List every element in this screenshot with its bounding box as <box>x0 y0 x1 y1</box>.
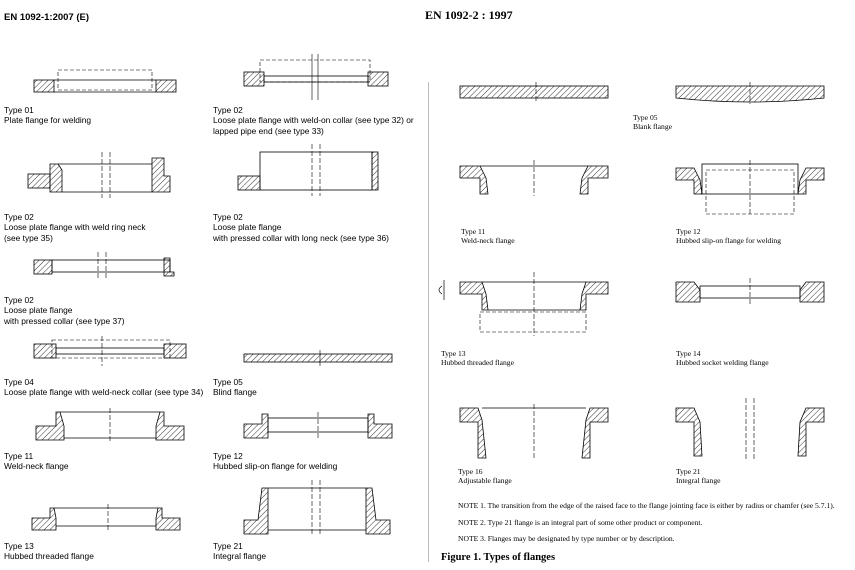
flange-drawing-type02-weldring <box>27 152 171 198</box>
flange-drawing-r-type12 <box>675 160 825 216</box>
flange-drawing-r-type05 <box>459 82 609 102</box>
left-standard-header: EN 1092-1:2007 (E) <box>4 12 90 23</box>
flange-drawing-type02-pressed <box>33 252 175 278</box>
flange-drawing-r-type05b <box>675 82 825 104</box>
r-caption-type11: Type 11 Weld-neck flange <box>461 227 515 246</box>
flange-drawing-r-type16 <box>459 404 609 460</box>
flange-drawing-r-type13 <box>438 272 609 336</box>
note-2: NOTE 2. Type 21 flange is an integral pa… <box>458 518 703 527</box>
r-caption-type12: Type 12 Hubbed slip-on flange for weldin… <box>676 227 782 246</box>
caption-type13: Type 13 Hubbed threaded flange <box>4 541 94 562</box>
caption-type02-collar: Type 02 Loose plate flange with weld-on … <box>213 105 414 136</box>
flange-drawing-type02-collar <box>243 54 389 100</box>
r-caption-type05: Type 05 Blank flange <box>633 113 673 132</box>
flange-drawing-type02-longneck <box>237 144 379 196</box>
r-caption-type14: Type 14 Hubbed socket welding flange <box>676 349 769 368</box>
flange-drawing-type13 <box>31 504 181 532</box>
caption-type04: Type 04 Loose plate flange with weld-nec… <box>4 377 204 398</box>
flange-drawing-r-type14 <box>675 278 825 306</box>
caption-type02-weldring: Type 02 Loose plate flange with weld rin… <box>4 212 146 243</box>
flange-drawing-type21 <box>243 480 391 536</box>
note-1: NOTE 1. The transition from the edge of … <box>458 501 835 510</box>
r-caption-type16: Type 16 Adjustable flange <box>458 467 512 486</box>
figure-caption: Figure 1. Types of flanges <box>441 552 556 563</box>
caption-type12: Type 12 Hubbed slip-on flange for weldin… <box>213 451 338 472</box>
caption-type01: Type 01 Plate flange for welding <box>4 105 92 126</box>
caption-type05: Type 05 Blind flange <box>213 377 257 398</box>
flange-drawing-r-type21 <box>675 398 825 460</box>
flange-drawing-r-type11 <box>459 160 609 196</box>
right-standard-header: EN 1092-2 : 1997 <box>425 8 513 22</box>
r-caption-type21: Type 21 Integral flange <box>676 467 721 486</box>
note-3: NOTE 3. Flanges may be designated by typ… <box>458 534 675 543</box>
column-divider <box>428 82 429 562</box>
flange-drawing-type01 <box>33 69 177 93</box>
flange-drawing-type11 <box>35 408 185 442</box>
flange-drawing-type04 <box>33 336 187 366</box>
r-caption-type13: Type 13 Hubbed threaded flange <box>441 349 514 368</box>
caption-type11: Type 11 Weld-neck flange <box>4 451 69 472</box>
flange-drawing-type05 <box>243 350 393 366</box>
caption-type21: Type 21 Integral flange <box>213 541 267 562</box>
flange-drawing-type12 <box>243 412 393 440</box>
caption-type02-longneck: Type 02 Loose plate flange with pressed … <box>213 212 389 243</box>
caption-type02-pressed: Type 02 Loose plate flange with pressed … <box>4 295 125 326</box>
